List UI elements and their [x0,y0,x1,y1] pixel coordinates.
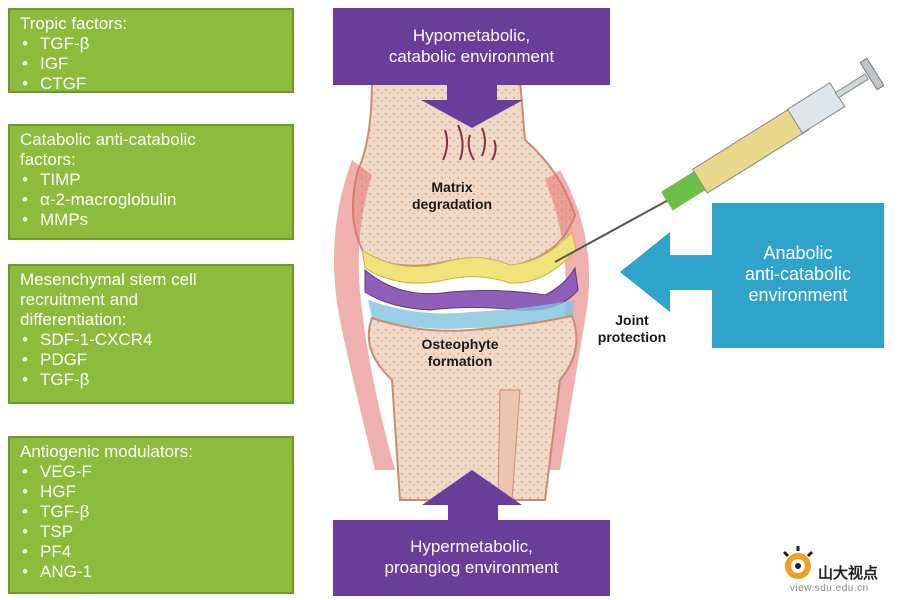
joint-protection-label: Joint protection [597,312,667,345]
tropic-factors-panel: Tropic factors: TGF-β IGF CTGF [8,8,294,94]
panel-list: VEG-F HGF TGF-β TSP PF4 ANG-1 [20,462,282,582]
list-item: VEG-F [20,462,282,482]
list-item: TGF-β [20,370,282,390]
panel-list: SDF-1-CXCR4 PDGF TGF-β [20,330,282,390]
list-item: CTGF [20,74,282,94]
panel-list: TGF-β IGF CTGF [20,34,282,94]
bottom-arrow [422,470,522,520]
sdu-logo-icon [782,546,814,579]
synovium-left [334,160,395,470]
list-item: TSP [20,522,282,542]
cartilage-lower [368,300,575,329]
hypometabolic-box: Hypometabolic, catabolic environment [333,8,610,85]
panel-list: TIMP α-2-macroglobulin MMPs [20,170,282,230]
osteophyte-formation-label: Osteophyte formation [421,336,499,369]
panel-title: Mesenchymal stem cell recruitment and di… [20,270,197,329]
tibia-bone [367,314,578,501]
list-item: ANG-1 [20,562,282,582]
list-item: IGF [20,54,282,74]
catabolic-factors-panel: Catabolic anti-catabolic factors: TIMP α… [8,124,294,240]
watermark-name: 山大视点 [818,565,879,582]
list-item: TGF-β [20,502,282,522]
right-arrow [620,232,712,312]
syringe-illustration [554,57,885,263]
watermark-url: view.sdu.edu.cn [790,583,869,594]
list-item: PDGF [20,350,282,370]
matrix-fragments [442,124,497,161]
list-item: HGF [20,482,282,502]
top-arrow [421,85,523,128]
list-item: TIMP [20,170,282,190]
hypermetabolic-box: Hypermetabolic, proangiog environment [333,520,610,596]
list-item: MMPs [20,210,282,230]
matrix-degradation-label: Matrix degradation [411,179,493,212]
stem-cell-panel: Mesenchymal stem cell recruitment and di… [8,264,294,404]
list-item: α-2-macroglobulin [20,190,282,210]
list-item: SDF-1-CXCR4 [20,330,282,350]
list-item: PF4 [20,542,282,562]
list-item: TGF-β [20,34,282,54]
meniscus [364,266,579,311]
anabolic-box: Anabolic anti-catabolic environment [712,203,884,348]
antiogenic-modulators-panel: Antiogenic modulators: VEG-F HGF TGF-β T… [8,436,294,594]
panel-title: Antiogenic modulators: [20,442,193,461]
panel-title: Tropic factors: [20,14,128,33]
panel-title: Catabolic anti-catabolic factors: [20,130,196,169]
